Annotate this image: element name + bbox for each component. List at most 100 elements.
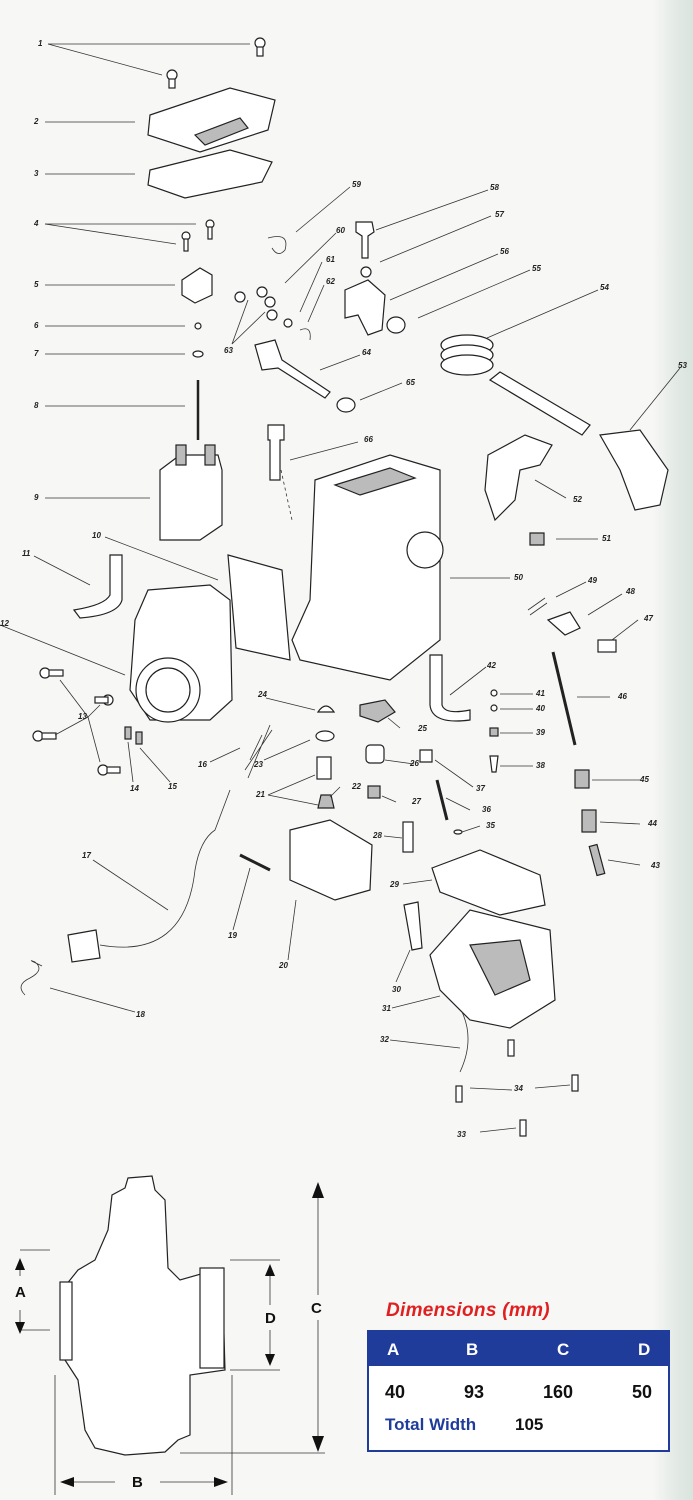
total-width-label: Total Width bbox=[385, 1415, 477, 1434]
callout-number: 56 bbox=[500, 247, 509, 256]
callout-number: 53 bbox=[678, 361, 687, 370]
callout-number: 6 bbox=[34, 321, 39, 330]
callout-number: 29 bbox=[390, 880, 399, 889]
callout-number: 27 bbox=[412, 797, 421, 806]
callout-number: 52 bbox=[573, 495, 582, 504]
callout-number: 46 bbox=[618, 692, 627, 701]
callout-number: 4 bbox=[34, 219, 39, 228]
callout-number: 43 bbox=[651, 861, 660, 870]
dimension-label-c: C bbox=[311, 1300, 322, 1317]
callout-number: 13 bbox=[78, 712, 87, 721]
slide-part bbox=[159, 454, 223, 541]
bracket-part bbox=[359, 699, 396, 723]
callout-number: 2 bbox=[34, 117, 39, 126]
callout-number: 11 bbox=[22, 549, 31, 558]
callout-number: 20 bbox=[279, 961, 288, 970]
clip-wire-part bbox=[20, 960, 43, 996]
callout-number: 16 bbox=[198, 760, 207, 769]
drain-hose-part bbox=[459, 1011, 469, 1073]
small-screw-part bbox=[124, 726, 132, 740]
nut-part bbox=[360, 266, 372, 278]
carb-body-top bbox=[333, 467, 417, 496]
slide-tab bbox=[204, 444, 216, 466]
callout-number: 66 bbox=[364, 435, 373, 444]
callout-number: 38 bbox=[536, 761, 545, 770]
spring-part bbox=[581, 809, 597, 833]
callout-number: 35 bbox=[486, 821, 495, 830]
washer-part bbox=[453, 829, 463, 835]
screw-part bbox=[403, 901, 423, 951]
dimensions-table: A B C D 40 93 160 50 Total Width 105 bbox=[367, 1330, 670, 1452]
top-cover-part bbox=[147, 87, 276, 153]
carb-body-part bbox=[291, 454, 441, 681]
plate-part bbox=[227, 554, 291, 661]
callout-number: 64 bbox=[362, 348, 371, 357]
shaft-part bbox=[488, 371, 591, 436]
callout-number: 63 bbox=[224, 346, 233, 355]
float-part bbox=[289, 819, 373, 901]
cable-end-part bbox=[67, 929, 101, 963]
dimensions-header-b: B bbox=[466, 1340, 479, 1359]
callout-number: 18 bbox=[136, 1010, 145, 1019]
dimensions-header-c: C bbox=[557, 1340, 570, 1359]
dimension-value-b: 93 bbox=[464, 1382, 485, 1402]
top-cover-detail bbox=[193, 117, 249, 146]
cam-part bbox=[344, 279, 386, 336]
washer-part bbox=[192, 350, 204, 358]
callout-number: 62 bbox=[326, 277, 335, 286]
callout-number: 26 bbox=[410, 759, 419, 768]
carb-body-port bbox=[406, 531, 444, 569]
pin-part bbox=[435, 779, 449, 821]
callout-number: 21 bbox=[256, 790, 265, 799]
callout-number: 30 bbox=[392, 985, 401, 994]
dimension-value-d: 50 bbox=[632, 1382, 653, 1402]
callout-number: 1 bbox=[38, 39, 43, 48]
cable-part bbox=[99, 789, 231, 948]
intake-bore-inner bbox=[145, 667, 191, 713]
small-screw-part bbox=[135, 731, 143, 745]
callout-number: 40 bbox=[536, 704, 545, 713]
screw-part bbox=[597, 639, 617, 653]
callout-number: 48 bbox=[626, 587, 635, 596]
oring-part bbox=[490, 689, 498, 697]
screw-part bbox=[574, 769, 590, 789]
callout-number: 33 bbox=[457, 1130, 466, 1139]
callout-number: 15 bbox=[168, 782, 177, 791]
washer-part bbox=[386, 316, 406, 334]
callout-number: 23 bbox=[254, 760, 263, 769]
dimension-label-b: B bbox=[132, 1474, 143, 1491]
callout-number: 59 bbox=[352, 180, 361, 189]
fitting-part bbox=[419, 749, 433, 763]
holder-part bbox=[181, 267, 213, 304]
callout-number: 36 bbox=[482, 805, 491, 814]
slide-tab bbox=[175, 444, 187, 466]
screw-part bbox=[181, 219, 215, 252]
bolt-part bbox=[355, 221, 375, 259]
callout-number: 22 bbox=[352, 782, 361, 791]
callout-number: 49 bbox=[588, 576, 597, 585]
float-bowl-inner bbox=[469, 939, 531, 996]
callout-number: 51 bbox=[602, 534, 611, 543]
callout-number: 47 bbox=[644, 614, 653, 623]
dimension-label-d: D bbox=[265, 1310, 276, 1327]
jet-holder-part bbox=[402, 821, 414, 853]
jet-part bbox=[316, 756, 332, 780]
gasket-part bbox=[147, 149, 273, 199]
screw-part bbox=[32, 667, 121, 776]
dimensions-header-row: A B C D bbox=[369, 1332, 668, 1366]
oring-part bbox=[315, 730, 335, 742]
callout-number: 45 bbox=[640, 775, 649, 784]
callout-number: 41 bbox=[536, 689, 545, 698]
dimensions-header-a: A bbox=[387, 1340, 400, 1359]
fitting-part bbox=[367, 785, 381, 799]
spring-part bbox=[244, 724, 273, 779]
total-width-value: 105 bbox=[515, 1415, 544, 1434]
callout-number: 58 bbox=[490, 183, 499, 192]
callout-number: 61 bbox=[326, 255, 335, 264]
callout-number: 5 bbox=[34, 280, 39, 289]
callout-number: 19 bbox=[228, 931, 237, 940]
callout-number: 25 bbox=[418, 724, 427, 733]
callout-number: 7 bbox=[34, 349, 39, 358]
